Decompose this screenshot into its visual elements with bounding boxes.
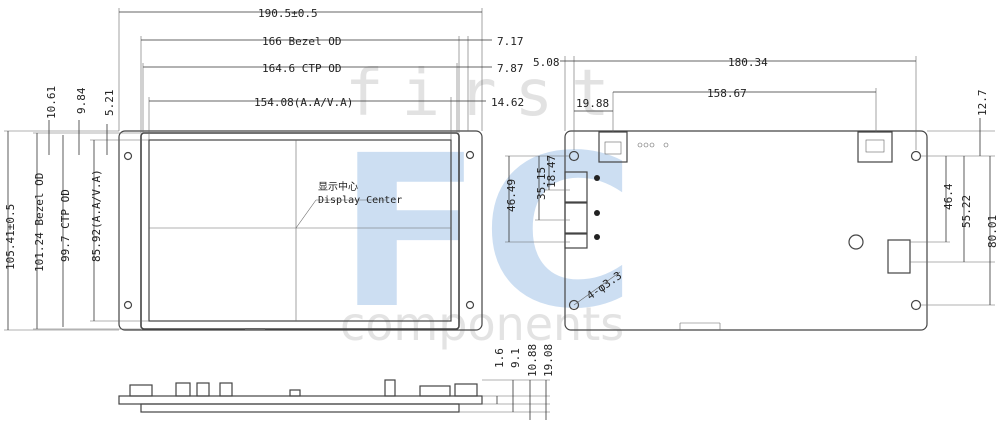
front-hole-bl	[123, 300, 133, 310]
dim-overall-width: 190.5±0.5	[258, 7, 318, 20]
dim-top-521: 5.21	[103, 90, 116, 117]
dim-top-984: 9.84	[75, 87, 88, 114]
dim-back-1988: 19.88	[576, 97, 609, 110]
connector-top-right	[857, 131, 893, 163]
dim-right-787: 7.87	[497, 62, 524, 75]
dim-back-4649: 46.49	[505, 179, 518, 212]
dim-thick-16: 1.6	[493, 348, 506, 368]
dim-thick-1908: 19.08	[542, 344, 555, 377]
dim-back-1847: 18.47	[545, 155, 558, 188]
back-hole-tr	[910, 150, 922, 162]
header-row-2	[564, 202, 588, 234]
front-active-area	[148, 139, 452, 322]
dim-ctp-width: 164.6 CTP OD	[262, 62, 341, 75]
dim-back-3515: 35.15	[535, 167, 548, 200]
back-hole-br	[910, 299, 922, 311]
watermark-first: first	[345, 57, 628, 131]
dim-ctp-height: 99.7 CTP OD	[59, 189, 72, 262]
header-row-3	[564, 233, 588, 249]
dim-overall-height: 105.41±0.5	[4, 204, 17, 270]
dim-aa-height: 85.92(A.A/V.A)	[90, 169, 103, 262]
fpc-connector	[887, 239, 911, 274]
front-height-dims: 105.41±0.5 101.24 Bezel OD 99.7 CTP OD 8…	[4, 86, 149, 331]
front-hole-tr	[465, 150, 475, 160]
front-hole-tl	[123, 151, 133, 161]
dim-back-127: 12.7	[976, 90, 989, 117]
dim-back-5522: 55.22	[960, 195, 973, 228]
display-center-cn: 显示中心	[318, 180, 358, 193]
front-outer-frame	[118, 130, 483, 331]
dim-back-508: 5.08	[533, 56, 560, 69]
back-hole-bl	[568, 299, 580, 311]
dim-back-464: 46.4	[942, 183, 955, 210]
dim-right-717: 7.17	[497, 35, 524, 48]
front-view: 显示中心 Display Center 190.5±0.5 166 Bezel …	[4, 7, 524, 331]
side-thickness-dims: 1.6 9.1 10.88 19.08	[459, 344, 555, 420]
front-bezel	[140, 132, 460, 330]
dim-thick-1088: 10.88	[526, 344, 539, 377]
back-left-dims: 46.49 35.15 18.47	[505, 155, 570, 243]
dim-thick-91: 9.1	[509, 348, 522, 368]
dim-back-8001: 80.01	[986, 215, 999, 248]
dim-top-1061: 10.61	[45, 86, 58, 119]
back-right-dims: 12.7 46.4 55.22 80.01	[910, 90, 999, 306]
display-center-en: Display Center	[318, 195, 402, 206]
side-panel	[118, 395, 483, 405]
dim-back-15867: 158.67	[707, 87, 747, 100]
dim-back-18034: 180.34	[728, 56, 768, 69]
dim-right-1462: 14.62	[491, 96, 524, 109]
side-view: 1.6 9.1 10.88 19.08	[118, 344, 555, 420]
dim-aa-width: 154.08(A.A/V.A)	[254, 96, 353, 109]
header-row-1	[564, 171, 588, 203]
dim-bezel-width: 166 Bezel OD	[262, 35, 341, 48]
chip-marker	[848, 234, 864, 250]
front-width-dims: 190.5±0.5 166 Bezel OD 164.6 CTP OD 154.…	[118, 7, 524, 140]
front-hole-br	[465, 300, 475, 310]
back-top-dims: 5.08 180.34 158.67 19.88	[533, 56, 917, 150]
dim-bezel-height: 101.24 Bezel OD	[33, 173, 46, 272]
